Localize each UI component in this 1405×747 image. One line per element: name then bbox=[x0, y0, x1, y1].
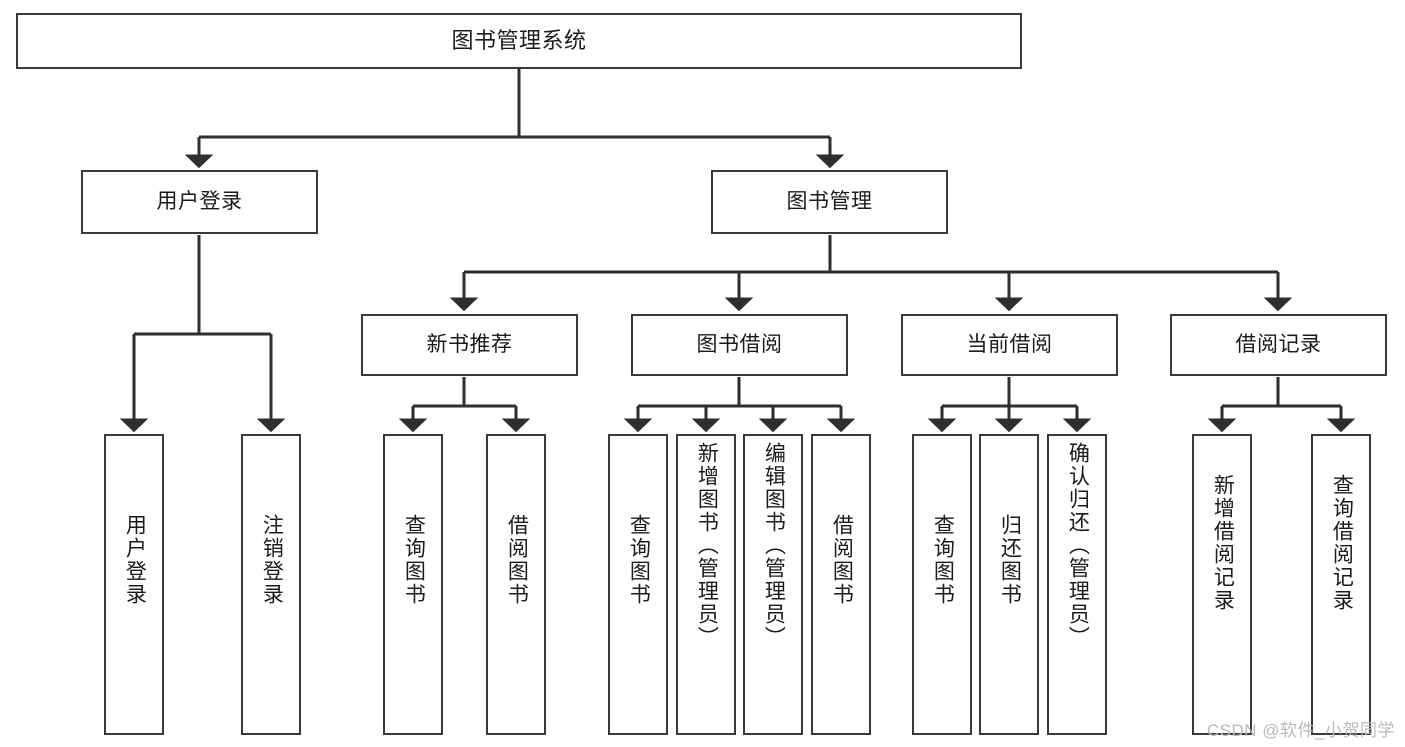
node-new-book-recommend[interactable]: 新书推荐 bbox=[361, 314, 578, 376]
leaf-query-borrow-record[interactable]: 查询借阅记录 bbox=[1311, 434, 1371, 735]
node-label: 图书借阅 bbox=[696, 333, 783, 357]
node-label: 用户登录 bbox=[156, 190, 243, 214]
leaf-add-book[interactable]: 新增图书（管理员） bbox=[676, 434, 736, 735]
node-label: 查询借阅记录 bbox=[1330, 474, 1354, 612]
leaf-query-book-recommend[interactable]: 查询图书 bbox=[383, 434, 443, 735]
leaf-add-borrow-record[interactable]: 新增借阅记录 bbox=[1192, 434, 1252, 735]
node-label: 查询图书 bbox=[402, 514, 426, 606]
node-user-login[interactable]: 用户登录 bbox=[81, 170, 318, 234]
leaf-confirm-return[interactable]: 确认归还（管理员） bbox=[1047, 434, 1107, 735]
node-label: 查询图书 bbox=[931, 514, 955, 606]
leaf-borrow-book-recommend[interactable]: 借阅图书 bbox=[486, 434, 546, 735]
node-label: 借阅图书 bbox=[830, 514, 854, 606]
node-label: 图书管理 bbox=[786, 190, 873, 214]
node-borrow-record[interactable]: 借阅记录 bbox=[1170, 314, 1387, 376]
node-book-management[interactable]: 图书管理 bbox=[711, 170, 948, 234]
node-label: 注销登录 bbox=[260, 514, 284, 606]
node-label: 新书推荐 bbox=[426, 333, 513, 357]
node-label: 借阅记录 bbox=[1235, 333, 1322, 357]
node-label: 借阅图书 bbox=[505, 514, 529, 606]
leaf-edit-book[interactable]: 编辑图书（管理员） bbox=[743, 434, 803, 735]
node-label: 归还图书 bbox=[998, 514, 1022, 606]
node-label: 新增图书（管理员） bbox=[695, 442, 719, 649]
node-label: 确认归还（管理员） bbox=[1066, 442, 1090, 649]
node-book-borrow[interactable]: 图书借阅 bbox=[631, 314, 848, 376]
node-current-borrow[interactable]: 当前借阅 bbox=[901, 314, 1118, 376]
node-label: 新增借阅记录 bbox=[1211, 474, 1235, 612]
leaf-return-book[interactable]: 归还图书 bbox=[979, 434, 1039, 735]
leaf-user-login[interactable]: 用户登录 bbox=[104, 434, 164, 735]
node-label: 用户登录 bbox=[123, 514, 147, 606]
node-label: 编辑图书（管理员） bbox=[762, 442, 786, 649]
node-label: 图书管理系统 bbox=[451, 27, 587, 53]
node-label: 当前借阅 bbox=[966, 333, 1053, 357]
node-root-system[interactable]: 图书管理系统 bbox=[16, 13, 1022, 69]
leaf-logout-login[interactable]: 注销登录 bbox=[241, 434, 301, 735]
leaf-query-book-current[interactable]: 查询图书 bbox=[912, 434, 972, 735]
leaf-query-book-borrow[interactable]: 查询图书 bbox=[608, 434, 668, 735]
leaf-borrow-book-borrow[interactable]: 借阅图书 bbox=[811, 434, 871, 735]
csdn-watermark: CSDN @软件_小贺同学 bbox=[1206, 721, 1395, 740]
node-label: 查询图书 bbox=[627, 514, 651, 606]
